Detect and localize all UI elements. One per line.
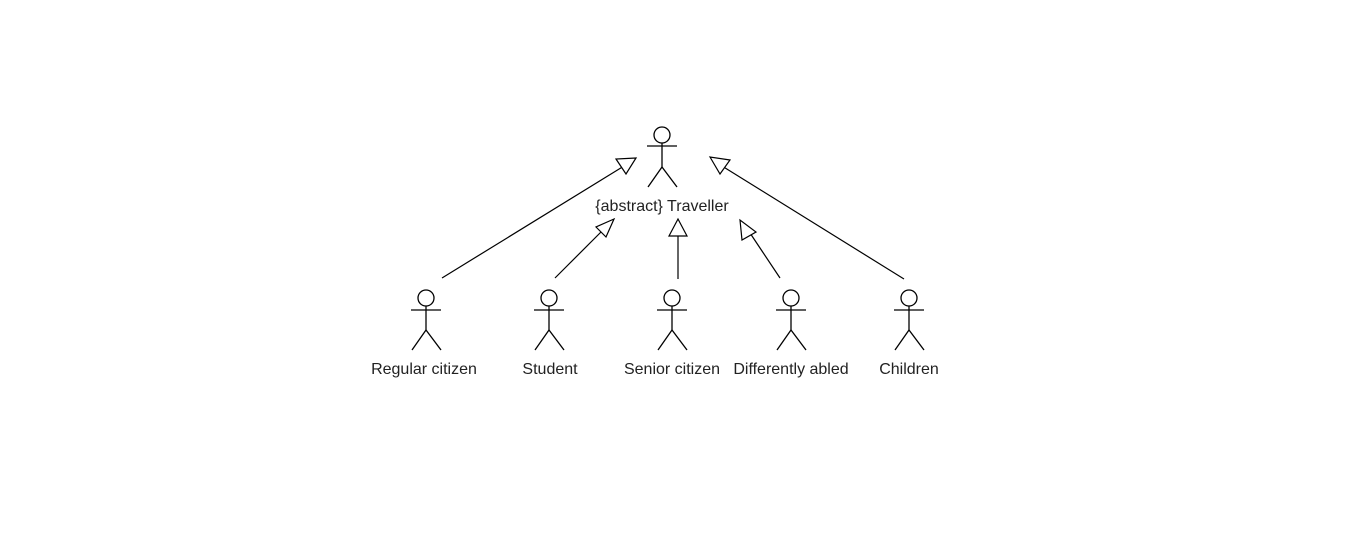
actor-senior-citizen-label: Senior citizen — [624, 361, 720, 378]
actor-regular-citizen[interactable]: Regular citizen — [371, 289, 477, 378]
actor-differently-abled-figure — [776, 289, 807, 351]
actor-student-label: Student — [522, 361, 578, 378]
generalization-student — [554, 217, 616, 279]
generalization-regular-citizen — [441, 157, 638, 279]
actor-senior-citizen-figure — [657, 289, 688, 351]
actor-student-figure — [534, 289, 565, 351]
generalization-children — [708, 156, 905, 280]
actor-traveller-figure — [647, 126, 678, 188]
actor-student[interactable]: Student — [522, 289, 578, 378]
actor-children[interactable]: Children — [879, 289, 939, 378]
actor-traveller[interactable]: {abstract} Traveller — [595, 126, 729, 215]
actor-senior-citizen[interactable]: Senior citizen — [624, 289, 720, 378]
actor-traveller-label: {abstract} Traveller — [595, 198, 729, 215]
actor-children-figure — [894, 289, 925, 351]
actor-regular-citizen-label: Regular citizen — [371, 361, 477, 378]
actor-regular-citizen-figure — [411, 289, 442, 351]
generalization-differently-abled — [739, 218, 781, 279]
actor-differently-abled-label: Differently abled — [733, 361, 848, 378]
actor-differently-abled[interactable]: Differently abled — [733, 289, 849, 378]
actor-children-label: Children — [879, 361, 939, 378]
generalization-senior-citizen — [668, 217, 688, 279]
